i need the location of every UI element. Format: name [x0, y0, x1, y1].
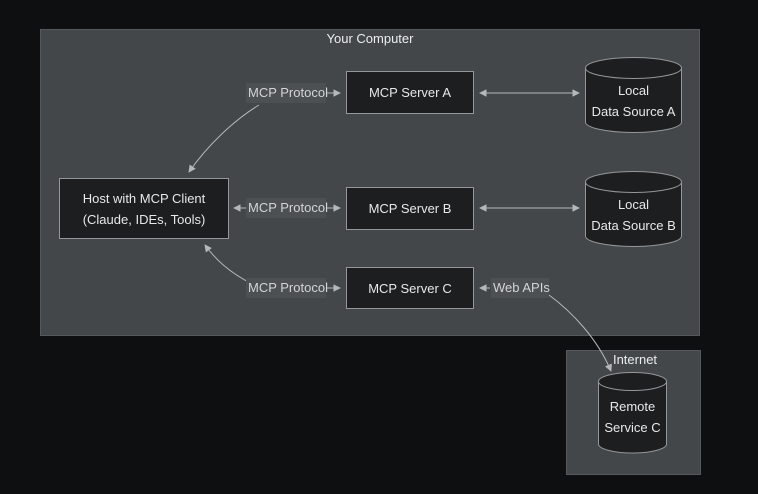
node-host: Host with MCP Client (Claude, IDEs, Tool… [59, 178, 229, 239]
local-data-b-line2: Data Source B [591, 218, 676, 233]
node-remote-service-c: Remote Service C [598, 372, 667, 454]
node-host-line1: Host with MCP Client [82, 190, 206, 206]
remote-service-c-line1: Remote [609, 399, 656, 414]
node-mcp-server-b: MCP Server B [346, 187, 474, 230]
database-icon [585, 171, 682, 247]
node-local-data-source-a: Local Data Source A [585, 57, 682, 133]
database-icon [585, 57, 682, 133]
node-mcp-server-c: MCP Server C [346, 267, 474, 309]
remote-service-c-line2: Service C [604, 420, 661, 435]
node-mcp-server-a: MCP Server A [346, 71, 474, 114]
local-data-a-line1: Local [617, 83, 650, 98]
local-data-b-line1: Local [617, 197, 650, 212]
edge-label-mcp-protocol-b: MCP Protocol [246, 198, 328, 218]
node-local-data-source-b: Local Data Source B [585, 171, 682, 247]
edge-label-mcp-protocol-a: MCP Protocol [246, 83, 328, 103]
edge-label-mcp-protocol-c: MCP Protocol [246, 278, 328, 298]
cluster-internet-title: Internet [612, 352, 658, 367]
local-data-a-line2: Data Source A [591, 104, 676, 119]
node-host-line2: (Claude, IDEs, Tools) [82, 211, 206, 227]
edge-label-web-apis: Web APIs [491, 278, 550, 298]
database-icon [598, 372, 667, 454]
cluster-your-computer-title: Your Computer [326, 31, 414, 46]
